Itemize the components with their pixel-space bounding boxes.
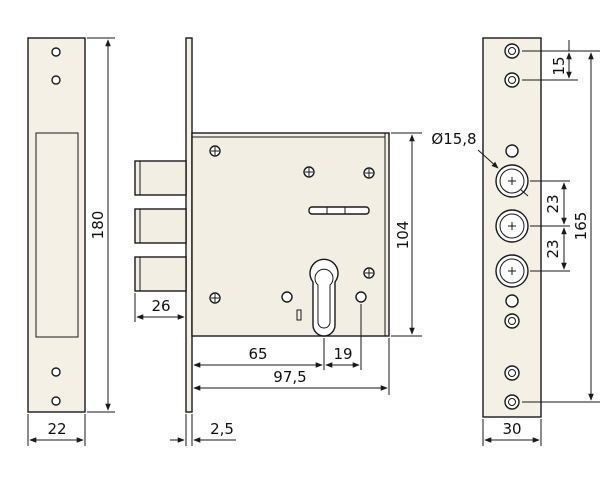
cylinder-keyhole-inner xyxy=(314,268,334,329)
latch-hole xyxy=(505,144,519,158)
dim-strike-width: 30 xyxy=(502,420,521,438)
small-slot xyxy=(296,309,302,321)
case-screw xyxy=(363,267,375,279)
faceplate-side xyxy=(185,37,193,413)
dim-backset: 65 xyxy=(248,345,267,363)
dim-cylinder-offset: 19 xyxy=(333,345,352,363)
faceplate-outline xyxy=(27,37,86,413)
dim-bolt-spacing-1: 23 xyxy=(544,194,562,213)
lock-case xyxy=(191,132,390,337)
bolt-socket-2 xyxy=(495,209,529,243)
countersunk-screw xyxy=(504,43,520,59)
diameter-leader xyxy=(477,149,499,169)
dim-bolt-spacing-2: 23 xyxy=(544,239,562,258)
dim-case-length: 97,5 xyxy=(273,368,306,386)
countersunk-screw xyxy=(504,313,520,329)
small-hole xyxy=(505,294,519,308)
diameter-leader-tail xyxy=(519,188,529,197)
screw-hole-top-2 xyxy=(51,75,61,85)
dim-top-spacing: 15 xyxy=(550,56,568,75)
bolt-2 xyxy=(134,208,187,244)
dim-cylinder-diameter: Ø15,8 xyxy=(431,130,476,148)
lock-body-side-view: 26 104 65 19 97,5 2,5 xyxy=(134,37,422,446)
case-screw xyxy=(303,166,315,178)
dim-faceplate-thickness: 2,5 xyxy=(210,420,234,438)
screw-hole-bottom-1 xyxy=(51,367,61,377)
faceplate-front-view: 180 22 xyxy=(27,37,115,446)
screw-hole-top-1 xyxy=(51,47,61,57)
screw-hole-bottom-2 xyxy=(51,396,61,406)
case-screw xyxy=(209,292,221,304)
countersunk-screw xyxy=(504,72,520,88)
case-screw xyxy=(209,145,221,157)
bolt-opening xyxy=(35,132,79,338)
follower-hole-right xyxy=(355,291,367,303)
case-screw xyxy=(363,167,375,179)
follower-hole-left xyxy=(281,291,293,303)
dim-strike-height: 165 xyxy=(572,212,590,241)
bolt-1 xyxy=(134,160,187,196)
dim-front-width: 22 xyxy=(47,420,66,438)
bolt-3 xyxy=(134,256,187,292)
countersunk-screw xyxy=(504,394,520,410)
dim-front-height: 180 xyxy=(89,211,107,240)
bolt-socket-3 xyxy=(495,254,529,288)
countersunk-screw xyxy=(504,365,520,381)
dim-case-height: 104 xyxy=(394,221,412,250)
bolt-slot xyxy=(308,206,370,215)
cylinder-keyhole xyxy=(309,258,339,337)
dim-bolt-throw: 26 xyxy=(151,297,170,315)
strike-plate-view: Ø15,8 15 23 23 165 30 xyxy=(431,37,600,446)
